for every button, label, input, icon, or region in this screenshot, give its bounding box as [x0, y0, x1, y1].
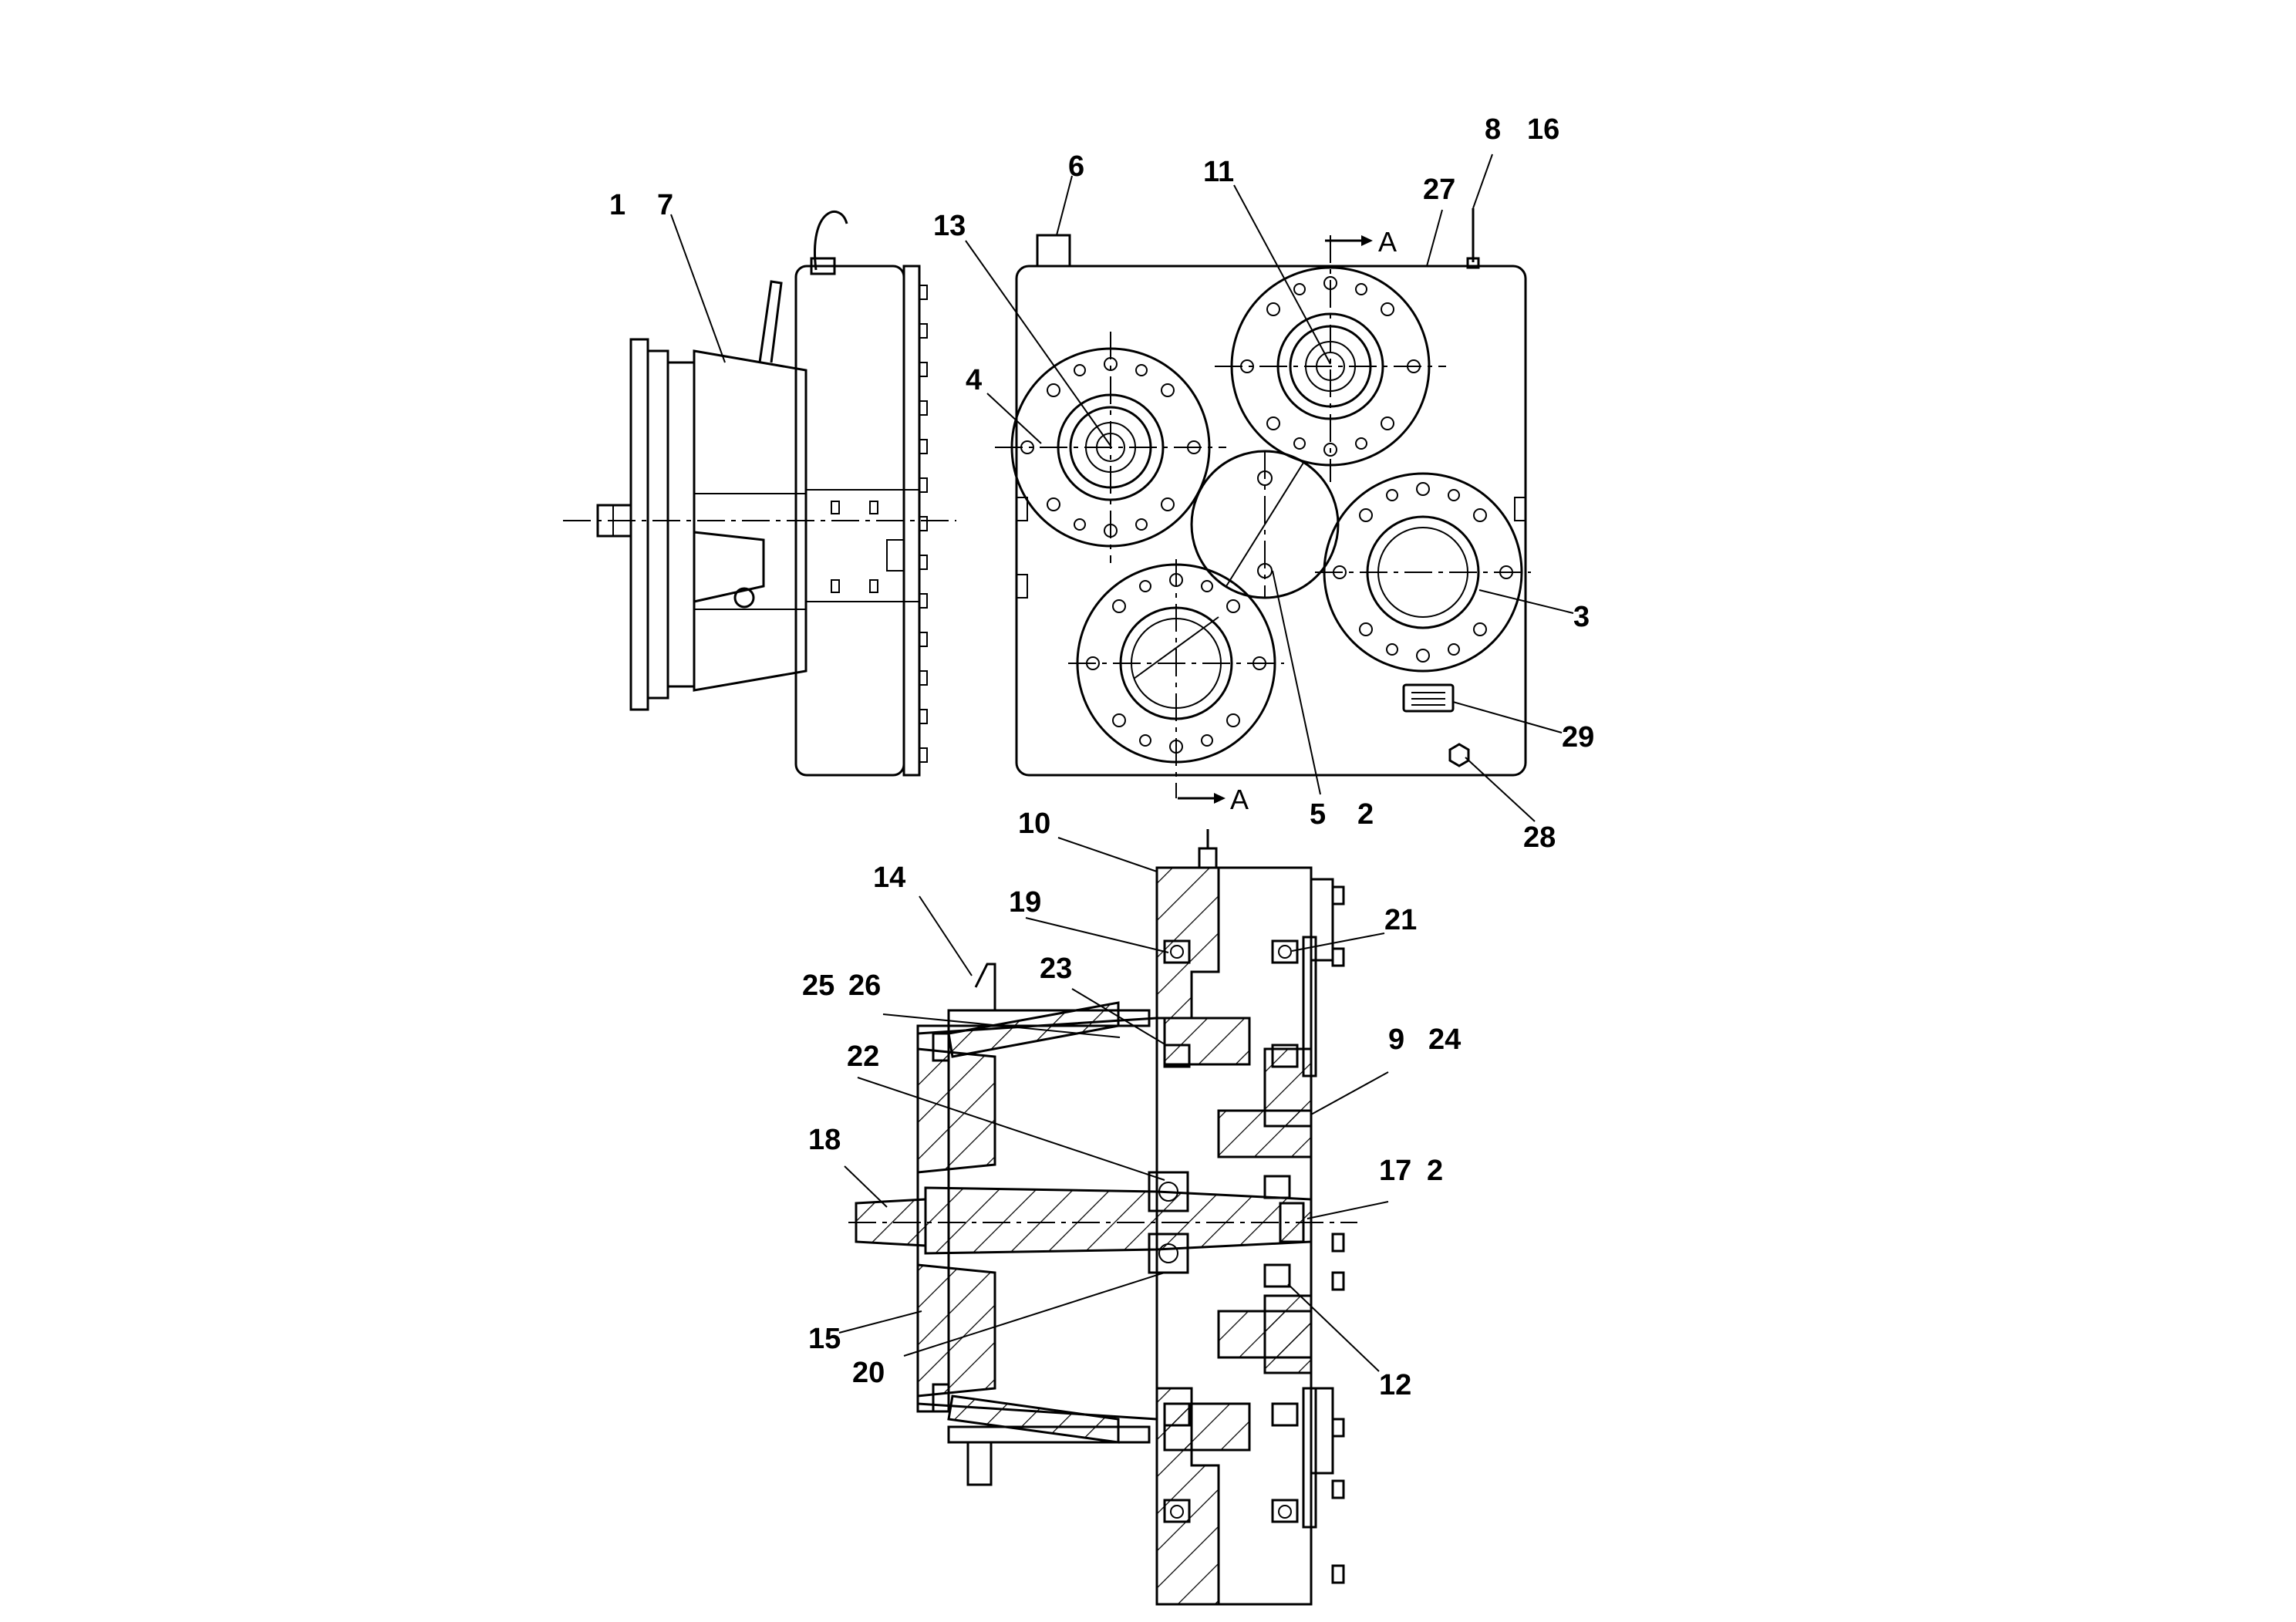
callout-18: 18	[808, 1124, 841, 1156]
callout-3: 3	[1573, 601, 1590, 633]
callout-17: 17	[1379, 1155, 1411, 1187]
callout-5: 5	[1310, 798, 1326, 831]
callout-26: 26	[848, 969, 881, 1002]
callout-22: 22	[847, 1040, 879, 1073]
upper-flange	[1215, 235, 1446, 482]
callout-25: 25	[802, 969, 834, 1002]
section-view	[848, 829, 1357, 1606]
front-view: A A	[995, 208, 1531, 815]
callout-15: 15	[808, 1323, 841, 1355]
callout-4: 4	[966, 364, 982, 396]
leader-lines	[670, 153, 1574, 1372]
callout-19: 19	[1009, 886, 1041, 919]
callout-9: 9	[1388, 1023, 1404, 1056]
callout-20: 20	[852, 1357, 885, 1389]
callout-2-bottom: 2	[1427, 1155, 1443, 1187]
callout-16: 16	[1527, 113, 1559, 146]
side-view	[563, 211, 956, 777]
callout-12: 12	[1379, 1369, 1411, 1401]
callout-6: 6	[1068, 150, 1084, 183]
callout-1: 1	[609, 189, 625, 221]
callout-2-top: 2	[1357, 798, 1374, 831]
callout-29: 29	[1562, 721, 1594, 754]
callout-labels: 1 7 13 6 11 8 16 27 4 3 29 5 2 28 10 14 …	[609, 113, 1594, 1401]
callout-28: 28	[1523, 821, 1556, 854]
callout-27: 27	[1423, 174, 1455, 206]
callout-14: 14	[873, 862, 905, 894]
callout-11: 11	[1203, 156, 1234, 188]
callout-21: 21	[1384, 904, 1417, 936]
callout-7: 7	[657, 189, 673, 221]
section-mark-top: A	[1378, 226, 1397, 258]
callout-23: 23	[1040, 953, 1072, 985]
lower-flange	[1068, 559, 1284, 798]
callout-10: 10	[1018, 808, 1050, 840]
callout-24: 24	[1428, 1023, 1461, 1056]
section-mark-bottom: A	[1230, 784, 1249, 815]
callout-8: 8	[1485, 113, 1501, 146]
input-flange	[995, 332, 1226, 563]
right-flange	[1315, 472, 1531, 673]
callout-13: 13	[933, 210, 966, 242]
